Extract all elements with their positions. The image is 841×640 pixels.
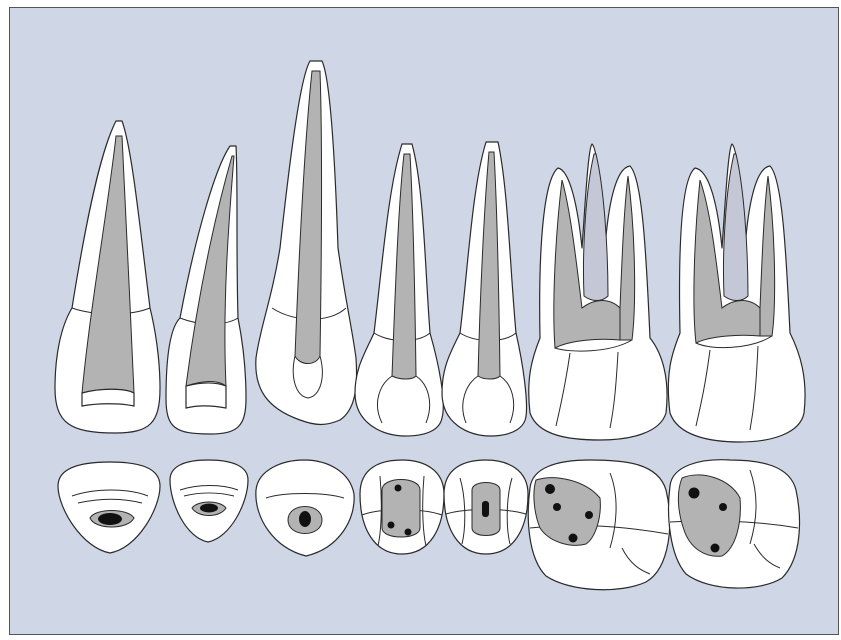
central-incisor-longitudinal [55, 121, 160, 433]
central-incisor-occlusal [58, 462, 160, 553]
second-molar-occlusal [669, 460, 800, 588]
first-premolar-longitudinal [355, 144, 443, 436]
second-molar-longitudinal [668, 144, 805, 442]
lateral-incisor-occlusal [170, 460, 248, 542]
first-premolar-occlusal [360, 460, 444, 554]
second-premolar-longitudinal [442, 142, 527, 436]
second-premolar-occlusal [444, 460, 528, 554]
canine-occlusal [256, 460, 354, 556]
canine-longitudinal [256, 61, 357, 425]
tooth-diagram-panel [9, 7, 839, 635]
lateral-incisor-longitudinal [166, 146, 246, 434]
tooth-diagram [10, 8, 838, 634]
first-molar-occlusal [528, 460, 669, 590]
first-molar-longitudinal [529, 144, 667, 440]
